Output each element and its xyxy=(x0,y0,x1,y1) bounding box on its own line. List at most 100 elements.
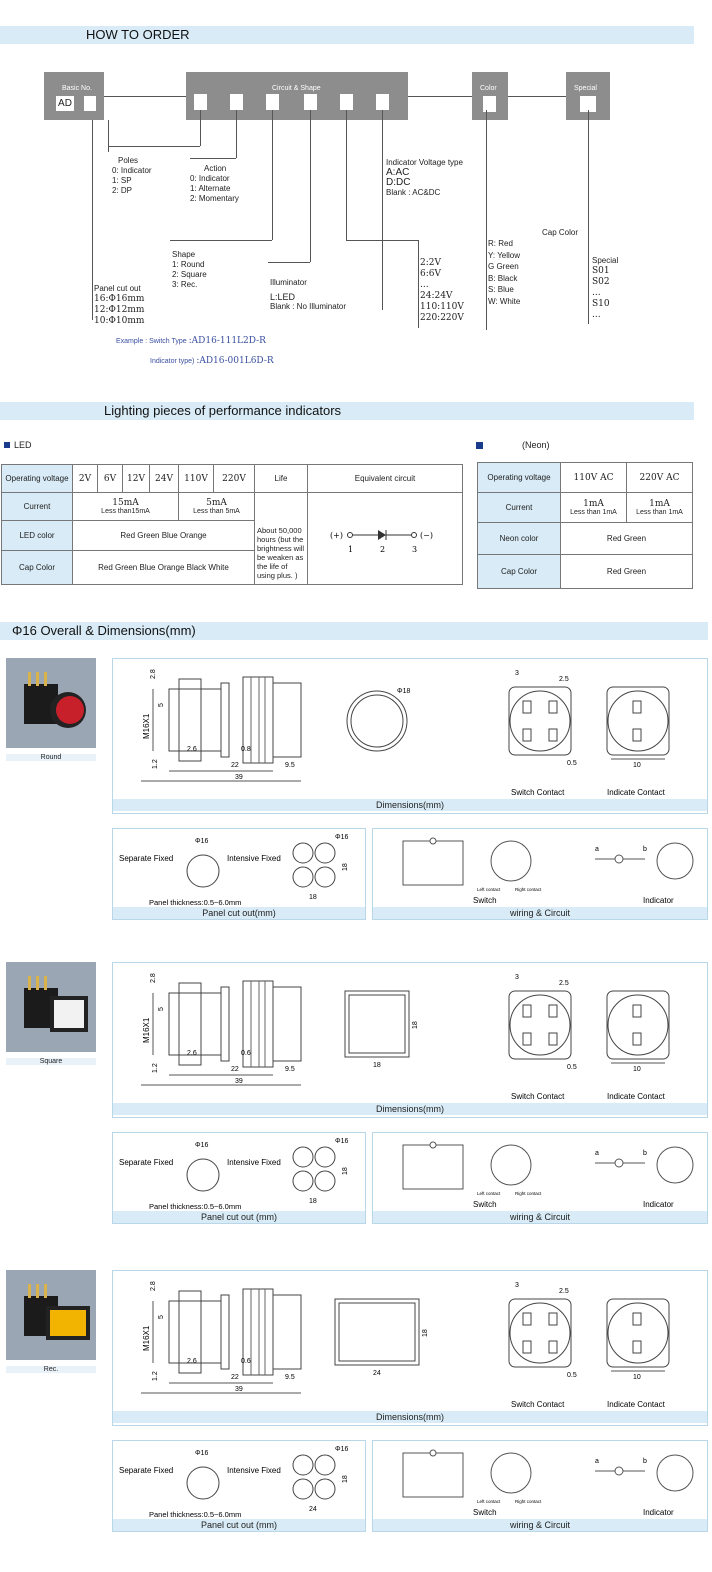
separate-fixed-label: Separate Fixed xyxy=(119,1466,173,1475)
current-sub: Less than 5mA xyxy=(193,508,240,515)
dim-d4: 1.2 xyxy=(152,1063,159,1073)
indicator-view xyxy=(656,1146,694,1184)
panel-cutout-item: 10:Φ10mm xyxy=(94,316,145,326)
contact-pin xyxy=(522,1004,532,1018)
contact-top2: 2.5 xyxy=(559,676,569,683)
contact-diagram xyxy=(490,1452,532,1494)
right-contact-label: Right contact xyxy=(515,887,542,892)
contact-pin xyxy=(632,1340,642,1354)
terminal-a: a xyxy=(595,1458,599,1465)
panel-cutout-caption: Panel cut out (mm) xyxy=(113,1519,365,1531)
example-value: :AD16-111L2D-R xyxy=(188,336,266,346)
action-title: Action xyxy=(204,164,227,173)
dim-d3: M16X1 xyxy=(142,1017,151,1043)
poles-item: 2: DP xyxy=(112,186,133,195)
contact-top2: 2.5 xyxy=(559,980,569,987)
panel-cutout-item: 12:Φ12mm xyxy=(94,305,145,315)
cap-color-item: B: Black xyxy=(488,273,518,283)
leader-line xyxy=(272,110,273,240)
terminal-b: b xyxy=(643,846,647,853)
separate-fixed-label: Separate Fixed xyxy=(119,854,173,863)
current-value: 15mA xyxy=(112,498,139,508)
current-value: 1mA xyxy=(649,499,670,509)
dim-d9: 39 xyxy=(235,774,243,781)
cell: 220V AC xyxy=(626,462,693,493)
indicate-contact-label: Indicate Contact xyxy=(607,1400,666,1409)
panel-cutout-caption: Panel cut out(mm) xyxy=(113,907,365,919)
panel-cutout-panel: Separate Fixed Φ16 Intensive Fixed Φ16 1… xyxy=(112,1440,366,1532)
left-contact-label: Left contact xyxy=(477,887,501,892)
dim-d1: 2.8 xyxy=(150,1281,157,1291)
contact-bot1: 0.5 xyxy=(567,760,577,767)
cutout-dia1: Φ16 xyxy=(195,838,208,845)
product-illustration xyxy=(24,1284,90,1340)
cell: Red Green Blue Orange Black White xyxy=(72,550,255,585)
panel-cutout-list: Panel cut out 16:Φ16mm 12:Φ12mm 10:Φ10mm xyxy=(94,284,144,327)
contact-body xyxy=(606,686,670,756)
special-item: ... xyxy=(592,288,601,298)
cap-lens xyxy=(56,696,84,724)
basic-no-value: AD xyxy=(56,96,74,111)
neon-marker xyxy=(476,442,483,449)
shape-item: 1: Round xyxy=(172,260,205,269)
leader-line xyxy=(588,110,589,324)
circuit-shape-label: Circuit & Shape xyxy=(272,85,321,92)
indicator-voltage-title: Indicator Voltage type xyxy=(386,158,463,167)
dim-d3: M16X1 xyxy=(142,1325,151,1351)
contact-pin xyxy=(632,1004,642,1018)
shape-label: Square xyxy=(6,1058,96,1065)
cap-color-item: Y: Yellow xyxy=(488,250,521,260)
diode-symbol xyxy=(378,529,386,540)
contact-pin xyxy=(632,700,642,714)
color-label: Color xyxy=(480,85,497,92)
contact-body xyxy=(508,686,572,756)
equivalent-circuit-diagram: (+) (−) 1 2 3 xyxy=(330,529,433,554)
panel-cutout-drawing: Separate Fixed Φ16 Intensive Fixed Φ16 1… xyxy=(119,1446,349,1519)
panel-thickness: Panel thickness:0.5~6.0mm xyxy=(149,1510,241,1519)
terminal-block xyxy=(178,678,202,762)
voltage-item: 24:24V xyxy=(420,291,453,301)
example-line: Example : Switch Type :AD16-111L2D-R xyxy=(116,336,266,346)
special-slot xyxy=(580,96,596,112)
color-box: Color xyxy=(472,72,508,120)
variant-block: Square 2.8 5 M16X1 1.2 2.6 xyxy=(0,962,712,1242)
dim-d6: 0.8 xyxy=(241,746,251,753)
cell: Current xyxy=(1,492,73,521)
cutout-side: 18 xyxy=(342,1167,349,1175)
cap-outline xyxy=(272,682,302,758)
cutout-hole xyxy=(314,1478,336,1500)
contact-pin xyxy=(548,1312,558,1326)
circuit-plus: (+) xyxy=(330,531,343,540)
terminal-pin xyxy=(28,976,31,990)
dim-d2: 5 xyxy=(158,1315,165,1319)
cutout-hole xyxy=(292,1454,314,1476)
dim-d2: 5 xyxy=(158,703,165,707)
contact-ring xyxy=(607,1302,669,1364)
lighting-title: Lighting pieces of performance indicator… xyxy=(104,403,342,418)
contact-top2: 2.5 xyxy=(559,1288,569,1295)
cell: Red Green Blue Orange xyxy=(72,520,255,551)
cell: Red Green xyxy=(560,522,693,555)
terminal-b: b xyxy=(643,1458,647,1465)
current-value: 5mA xyxy=(206,498,227,508)
circuit-slot-3 xyxy=(266,94,279,110)
contact-diagram xyxy=(490,840,532,882)
lamp-symbol xyxy=(429,1141,437,1149)
cutout-bottom: 18 xyxy=(309,894,317,901)
terminal-pin xyxy=(36,672,39,686)
indicator-voltage-item: Blank : AC&DC xyxy=(386,188,441,197)
front-diameter: Φ18 xyxy=(397,688,410,695)
product-illustration xyxy=(24,976,88,1032)
contact-top1: 3 xyxy=(515,670,519,677)
leader-line xyxy=(486,110,487,330)
indicate-contact-view: 10 xyxy=(606,1298,670,1381)
cap-color-item: W: White xyxy=(488,296,521,306)
contact-bot1: 0.5 xyxy=(567,1372,577,1379)
switch-label: Switch xyxy=(473,1200,497,1209)
right-contact-label: Right contact xyxy=(515,1191,542,1196)
wiring-caption: wiring & Circuit xyxy=(373,1211,707,1223)
led-label: LED xyxy=(14,440,32,450)
dim-d5: 2.6 xyxy=(187,746,197,753)
